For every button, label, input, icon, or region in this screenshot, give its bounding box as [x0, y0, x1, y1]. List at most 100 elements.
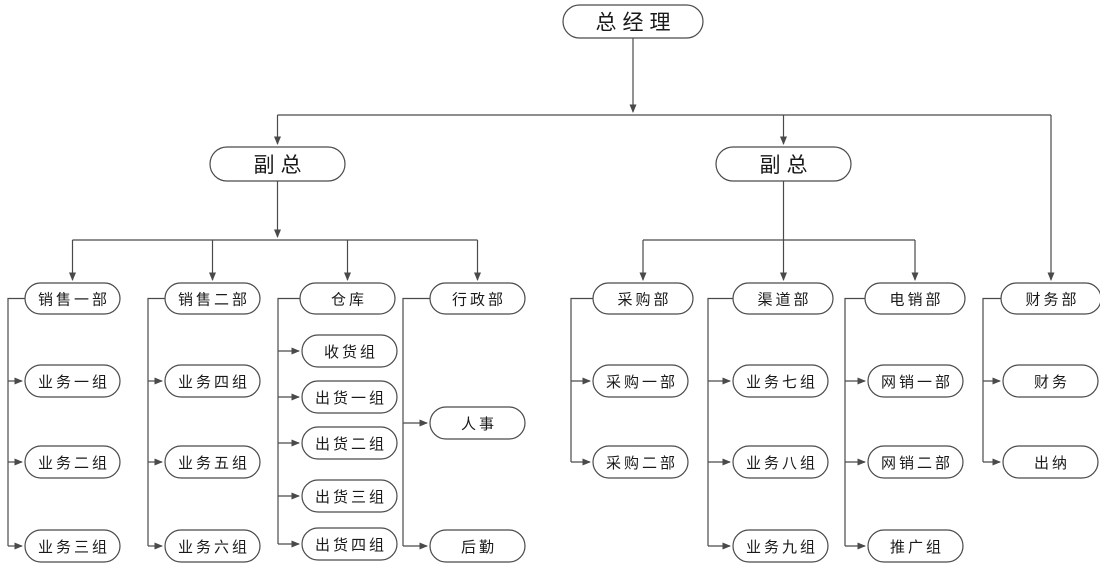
- node-shape-grp-ship2: [301, 426, 398, 460]
- node-shape-grp-biz5: [164, 445, 261, 479]
- node-grp-netsales2: 网销二部: [867, 445, 964, 479]
- edge-spine-channel: [707, 297, 733, 546]
- node-shape-grp-cashier: [1002, 445, 1099, 479]
- node-label-grp-biz4: 业务四组: [178, 373, 250, 391]
- node-label-dept-purchasing: 采购部: [617, 291, 671, 309]
- node-grp-logistics: 后勤: [429, 529, 526, 563]
- node-label-dept-finance: 财务部: [1025, 291, 1079, 309]
- node-shape-grp-promo: [867, 529, 964, 563]
- node-label-grp-biz5: 业务五组: [178, 454, 250, 472]
- connector-lines: [7, 38, 1055, 550]
- node-grp-biz7: 业务七组: [732, 364, 829, 398]
- node-label-grp-biz3: 业务三组: [38, 538, 110, 556]
- node-dept-purchasing: 采购部: [592, 282, 694, 315]
- node-grp-hr: 人事: [429, 406, 526, 440]
- node-label-grp-biz8: 业务八组: [746, 454, 818, 472]
- node-shape-dept-warehouse: [299, 282, 396, 315]
- node-shape-dept-admin: [429, 282, 526, 315]
- node-shape-dept-finance: [1000, 282, 1100, 315]
- node-dept-sales2: 销售二部: [164, 282, 261, 315]
- node-dept-warehouse: 仓库: [299, 282, 396, 315]
- node-grp-purch2: 采购二部: [592, 445, 689, 479]
- node-grp-biz3: 业务三组: [24, 529, 121, 563]
- node-label-grp-hr: 人事: [461, 415, 497, 433]
- node-shape-grp-biz7: [732, 364, 829, 398]
- node-shape-grp-purch2: [592, 445, 689, 479]
- node-grp-biz4: 业务四组: [164, 364, 261, 398]
- node-shape-grp-biz1: [24, 364, 121, 398]
- node-shape-grp-netsales2: [867, 445, 964, 479]
- node-grp-biz8: 业务八组: [732, 445, 829, 479]
- node-grp-biz5: 业务五组: [164, 445, 261, 479]
- node-shape-dept-sales1: [24, 282, 121, 315]
- node-dept-finance: 财务部: [1000, 282, 1100, 315]
- node-label-grp-biz7: 业务七组: [746, 373, 818, 391]
- node-label-grp-ship3: 出货三组: [315, 488, 387, 506]
- node-shape-grp-biz9: [732, 529, 829, 563]
- node-grp-ship2: 出货二组: [301, 426, 398, 460]
- node-shape-grp-hr: [429, 406, 526, 440]
- node-shape-grp-biz8: [732, 445, 829, 479]
- node-shape-grp-logistics: [429, 529, 526, 563]
- edge-spine-purchasing: [570, 297, 593, 462]
- node-shape-dept-purchasing: [592, 282, 694, 315]
- node-dept-admin: 行政部: [429, 282, 526, 315]
- node-dept-sales1: 销售一部: [24, 282, 121, 315]
- node-label-grp-biz1: 业务一组: [38, 373, 110, 391]
- edge-spine-finance: [982, 297, 1001, 462]
- node-shape-ceo: [562, 4, 704, 39]
- node-label-grp-ship2: 出货二组: [315, 435, 387, 453]
- node-shape-grp-netsales1: [867, 364, 964, 398]
- node-label-grp-ship4: 出货四组: [315, 536, 387, 554]
- node-shape-dept-telesales: [864, 282, 966, 315]
- edge-spine-sales1: [7, 297, 25, 546]
- node-label-grp-accounting: 财务: [1034, 373, 1070, 391]
- node-grp-ship4: 出货四组: [301, 527, 398, 561]
- node-vp-left: 副总: [209, 146, 346, 182]
- node-grp-cashier: 出纳: [1002, 445, 1099, 479]
- node-shape-vp-right: [715, 146, 852, 182]
- node-grp-purch1: 采购一部: [592, 364, 689, 398]
- node-shape-grp-biz4: [164, 364, 261, 398]
- node-label-dept-telesales: 电销部: [889, 291, 943, 309]
- node-grp-ship1: 出货一组: [301, 380, 398, 414]
- node-label-ceo: 总经理: [596, 11, 677, 35]
- node-grp-biz6: 业务六组: [164, 529, 261, 563]
- node-shape-grp-ship3: [301, 479, 398, 513]
- node-grp-biz1: 业务一组: [24, 364, 121, 398]
- node-ceo: 总经理: [562, 4, 704, 39]
- node-label-dept-warehouse: 仓库: [331, 291, 367, 309]
- node-label-grp-netsales1: 网销一部: [881, 373, 953, 391]
- node-label-grp-purch2: 采购二部: [606, 454, 678, 472]
- edge-spine-telesales: [844, 297, 865, 546]
- node-shape-grp-biz2: [24, 445, 121, 479]
- node-grp-accounting: 财务: [1002, 364, 1099, 398]
- node-label-grp-netsales2: 网销二部: [881, 454, 953, 472]
- node-dept-channel: 渠道部: [732, 282, 834, 315]
- node-shape-grp-receiving: [301, 334, 398, 368]
- node-dept-telesales: 电销部: [864, 282, 966, 315]
- node-shape-grp-ship4: [301, 527, 398, 561]
- node-grp-receiving: 收货组: [301, 334, 398, 368]
- node-label-grp-biz6: 业务六组: [178, 538, 250, 556]
- node-grp-biz2: 业务二组: [24, 445, 121, 479]
- edge-spine-sales2: [147, 297, 165, 546]
- node-label-grp-biz9: 业务九组: [746, 538, 818, 556]
- node-grp-ship3: 出货三组: [301, 479, 398, 513]
- org-nodes: 总经理副总副总销售一部销售二部仓库行政部采购部渠道部电销部财务部业务一组业务二组…: [24, 4, 1100, 563]
- node-grp-promo: 推广组: [867, 529, 964, 563]
- node-label-grp-promo: 推广组: [890, 538, 944, 556]
- node-label-grp-cashier: 出纳: [1034, 454, 1070, 472]
- node-shape-grp-accounting: [1002, 364, 1099, 398]
- node-label-dept-channel: 渠道部: [757, 291, 811, 309]
- edge-spine-warehouse: [277, 297, 300, 544]
- node-grp-biz9: 业务九组: [732, 529, 829, 563]
- node-shape-dept-channel: [732, 282, 834, 315]
- node-label-grp-purch1: 采购一部: [606, 373, 678, 391]
- node-label-dept-sales2: 销售二部: [178, 291, 250, 309]
- node-label-grp-receiving: 收货组: [324, 343, 378, 361]
- node-shape-dept-sales2: [164, 282, 261, 315]
- node-grp-netsales1: 网销一部: [867, 364, 964, 398]
